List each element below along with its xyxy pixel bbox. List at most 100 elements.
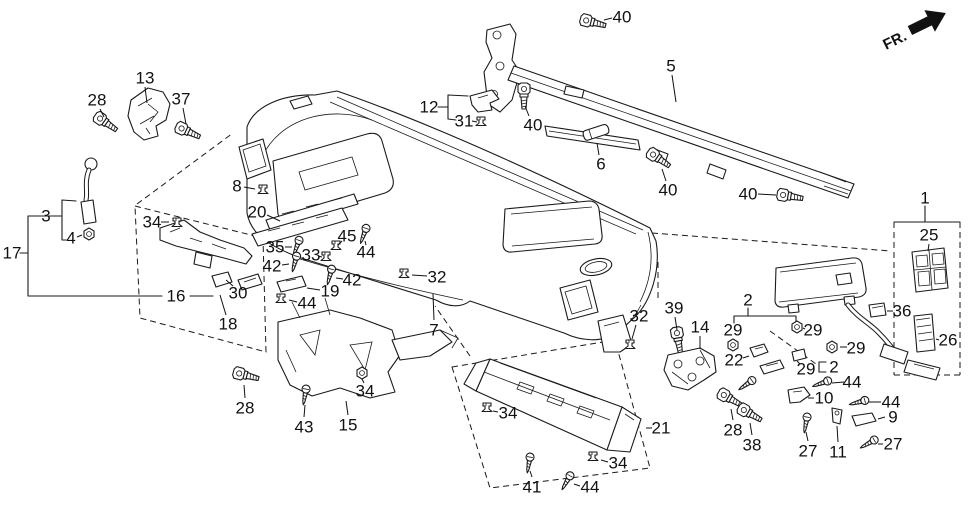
part-callout-7-21: 7 bbox=[429, 321, 438, 340]
hinge-22 bbox=[749, 343, 769, 358]
leader-line-44-19 bbox=[288, 299, 298, 303]
part-callout-30-8: 30 bbox=[229, 284, 248, 303]
clip-icon bbox=[481, 402, 493, 413]
bolt-icon bbox=[578, 12, 608, 32]
part-callout-13-1: 13 bbox=[136, 69, 155, 88]
part-callout-34-6: 34 bbox=[143, 213, 162, 232]
clip-icon bbox=[475, 116, 487, 127]
label-bracket-17 bbox=[19, 215, 214, 297]
leader-line-28-57 bbox=[243, 384, 246, 399]
leader-line-40-24 bbox=[524, 105, 530, 117]
leader-line-41-55 bbox=[529, 470, 533, 478]
leader-line-22-38 bbox=[742, 355, 750, 359]
bolt-icon bbox=[775, 187, 805, 205]
part-callout-37-2: 37 bbox=[172, 90, 191, 109]
part-callout-42-17: 42 bbox=[343, 271, 362, 290]
screw-icon bbox=[847, 394, 871, 410]
part-callout-27-49: 27 bbox=[799, 442, 818, 461]
leader-line-11-50 bbox=[836, 425, 839, 443]
switch-blank-25 bbox=[911, 247, 949, 293]
leader-line-29-39 bbox=[802, 327, 806, 330]
part-callout-40-25: 40 bbox=[613, 8, 632, 27]
strip-9 bbox=[851, 412, 877, 427]
part-callout-29-39: 29 bbox=[804, 321, 823, 340]
bolt-icon bbox=[173, 119, 203, 143]
bolt-icon bbox=[91, 109, 121, 136]
part-callout-15-59: 15 bbox=[339, 416, 358, 435]
part-callout-44-43: 44 bbox=[843, 373, 862, 392]
part-callout-44-19: 44 bbox=[298, 294, 317, 313]
bracket-10 bbox=[787, 386, 811, 404]
part-callout-42-13: 42 bbox=[263, 257, 282, 276]
leader-line-40-29 bbox=[757, 193, 777, 196]
part-callout-3-3: 3 bbox=[41, 207, 50, 226]
bolt-icon bbox=[669, 325, 687, 355]
leader-line-20-11 bbox=[266, 214, 281, 222]
part-callout-2-42: 2 bbox=[829, 358, 838, 377]
leader-line-33-14 bbox=[317, 255, 323, 258]
nut-icon bbox=[826, 340, 838, 354]
leader-line-26-33 bbox=[935, 338, 940, 341]
leader-line-44-56 bbox=[573, 483, 581, 487]
part-callout-28-47: 28 bbox=[724, 421, 743, 440]
leader-line-28-0 bbox=[99, 108, 105, 118]
bracket-19 bbox=[276, 275, 307, 293]
leader-line-30-8 bbox=[225, 279, 234, 287]
fr-indicator: FR. bbox=[880, 10, 946, 54]
nut-icon bbox=[83, 227, 95, 241]
part-callout-41-55: 41 bbox=[523, 478, 542, 497]
leader-line-28-47 bbox=[730, 408, 734, 421]
hinge-24 bbox=[759, 359, 785, 375]
part-callout-5-26: 5 bbox=[666, 57, 675, 76]
part-callout-8-10: 8 bbox=[232, 177, 241, 196]
latch-29 bbox=[791, 348, 807, 362]
leader-line-32-61 bbox=[631, 324, 637, 340]
part-callout-36-32: 36 bbox=[893, 302, 912, 321]
leader-line-4-4 bbox=[76, 234, 83, 238]
nut-icon bbox=[356, 366, 368, 380]
leader-line-32-20 bbox=[411, 274, 428, 277]
leader-line-8-10 bbox=[243, 186, 256, 190]
part-callout-43-58: 43 bbox=[295, 418, 314, 437]
screw-icon bbox=[857, 433, 881, 453]
part-callout-20-11: 20 bbox=[248, 203, 267, 222]
part-callout-25-31: 25 bbox=[920, 226, 939, 245]
leader-line-42-13 bbox=[281, 263, 290, 266]
leader-line-25-31 bbox=[927, 243, 930, 252]
part-callout-10-44: 10 bbox=[815, 389, 834, 408]
part-callout-31-23: 31 bbox=[455, 112, 474, 131]
label-bracket-12 bbox=[437, 94, 469, 121]
part-callout-6-27: 6 bbox=[596, 155, 605, 174]
fr-arrow-icon bbox=[907, 10, 946, 36]
bolt-icon bbox=[644, 145, 674, 172]
projection-lines bbox=[134, 132, 892, 489]
part-callout-16-7: 16 bbox=[167, 287, 186, 306]
leader-line-43-58 bbox=[303, 404, 306, 418]
leader-line-42-17 bbox=[335, 277, 344, 280]
leader-line-39-34 bbox=[674, 316, 678, 331]
instrument-panel bbox=[238, 90, 658, 353]
leader-line-13-1 bbox=[144, 86, 148, 104]
part-callout-28-0: 28 bbox=[88, 91, 107, 110]
screw-icon bbox=[799, 411, 813, 435]
lower-panel-21 bbox=[463, 358, 642, 453]
part-callout-29-40: 29 bbox=[847, 339, 866, 358]
leader-line-15-59 bbox=[345, 400, 349, 416]
leader-line-31-23 bbox=[471, 120, 478, 123]
part-callout-27-51: 27 bbox=[884, 435, 903, 454]
part-callout-1-30: 1 bbox=[920, 189, 929, 208]
harness-3 bbox=[80, 157, 98, 225]
leader-line-29-41 bbox=[796, 360, 801, 365]
leader-line-40-25 bbox=[603, 17, 613, 21]
part-callout-44-56: 44 bbox=[581, 478, 600, 497]
part-callout-17-5: 17 bbox=[3, 244, 22, 263]
part-callout-12-22: 12 bbox=[420, 98, 439, 117]
leader-line-6-27 bbox=[596, 142, 600, 156]
part-callout-45-15: 45 bbox=[338, 227, 357, 246]
part-callout-38-48: 38 bbox=[743, 436, 762, 455]
part-callout-29-37: 29 bbox=[724, 321, 743, 340]
part-callout-26-33: 26 bbox=[939, 331, 958, 350]
part-callout-44-16: 44 bbox=[357, 243, 376, 262]
